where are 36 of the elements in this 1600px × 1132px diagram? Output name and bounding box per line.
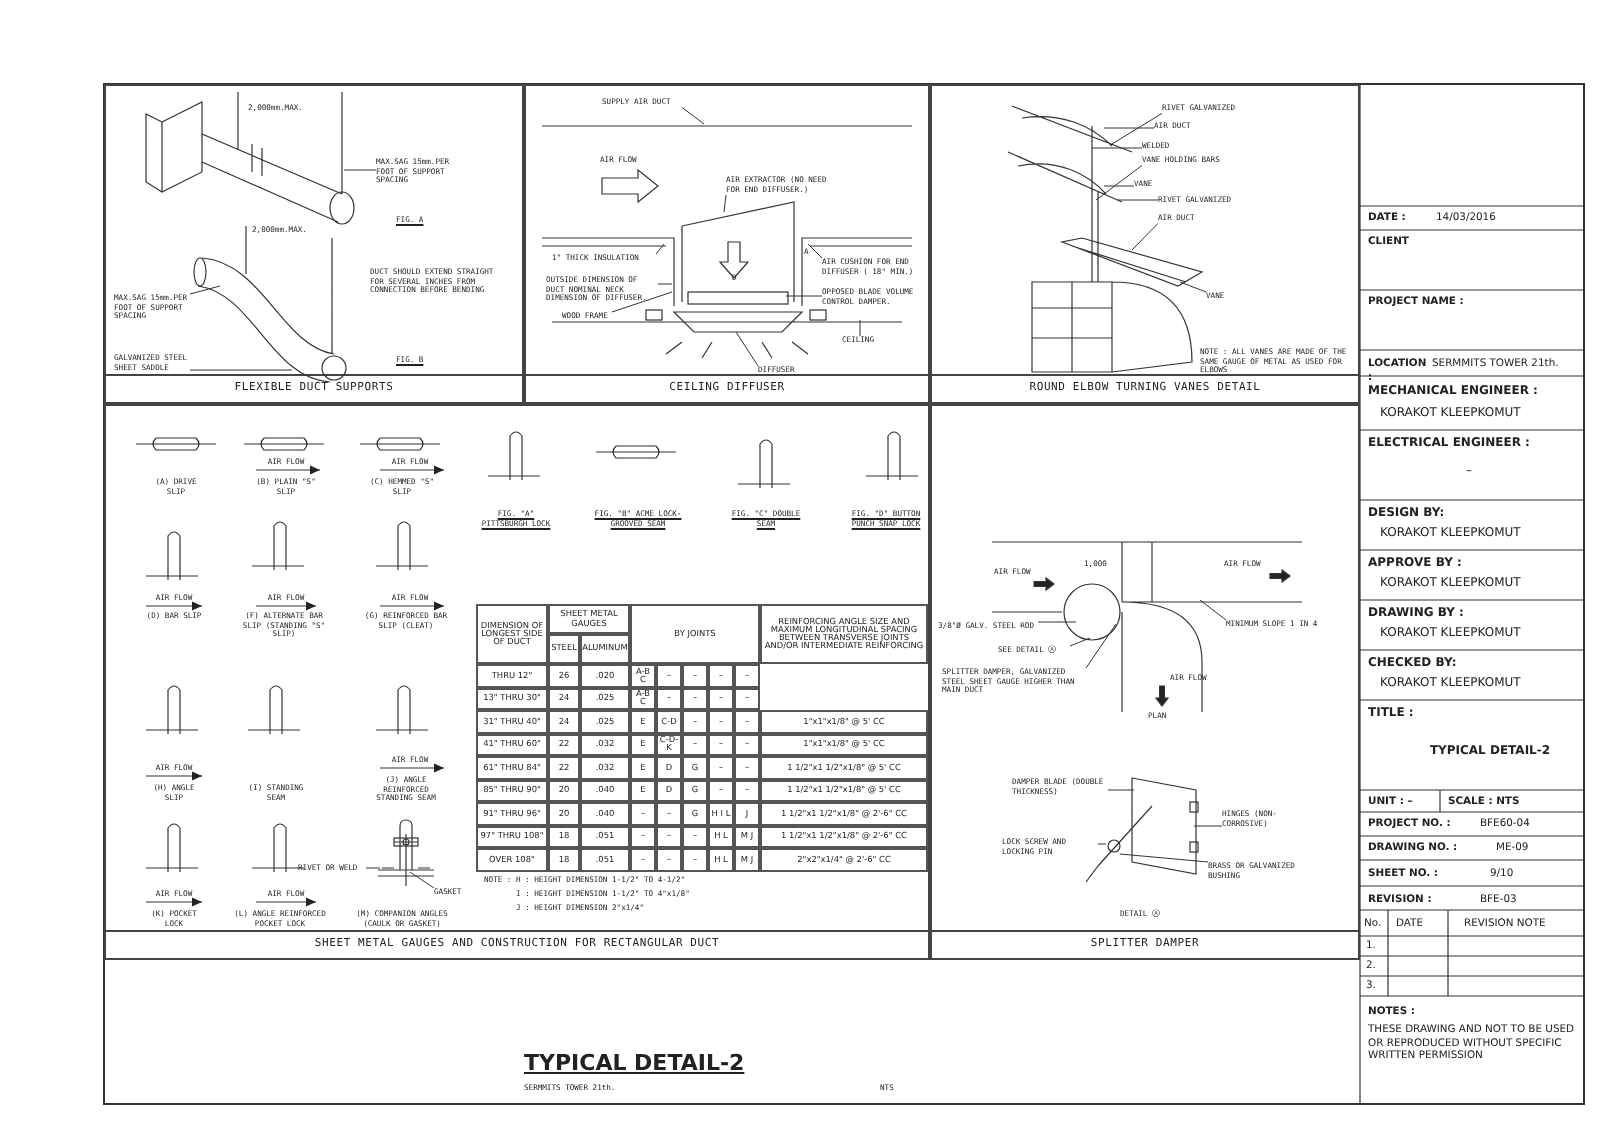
leader-line xyxy=(1085,623,1117,669)
leader-line xyxy=(807,243,823,259)
detail-panel xyxy=(524,84,930,404)
leader-line xyxy=(1119,853,1209,863)
leader-line xyxy=(1103,185,1135,187)
leader-line xyxy=(785,295,823,297)
drawing-title: TYPICAL DETAIL-2 xyxy=(524,1050,745,1078)
leader-line xyxy=(735,331,759,367)
leader-line xyxy=(1193,825,1223,827)
leader-line xyxy=(1131,222,1159,251)
leader-line xyxy=(343,169,377,171)
leader-line xyxy=(1097,843,1107,845)
leader-line xyxy=(409,871,435,889)
leader-line xyxy=(611,291,673,313)
leader-line xyxy=(723,194,727,213)
leader-line xyxy=(1111,112,1163,145)
leader-line xyxy=(1199,599,1227,621)
leader-line xyxy=(1095,164,1143,201)
detail-panel xyxy=(104,84,524,404)
detail-panel xyxy=(104,404,930,960)
leader-line xyxy=(859,319,861,337)
leader-line xyxy=(1103,127,1155,129)
leader-line xyxy=(189,369,293,371)
leader-line xyxy=(1179,281,1207,293)
leader-line xyxy=(1037,621,1077,623)
leader-line xyxy=(189,285,221,295)
detail-panel xyxy=(930,84,1360,404)
detail-panel xyxy=(930,404,1360,960)
leader-line xyxy=(1117,199,1159,201)
leader-line xyxy=(365,867,381,869)
leader-line xyxy=(1069,637,1091,647)
leader-line xyxy=(1107,789,1135,791)
leader-line xyxy=(681,106,705,125)
leader-line xyxy=(657,283,673,285)
leader-line xyxy=(655,243,665,255)
leader-line xyxy=(1091,147,1143,149)
